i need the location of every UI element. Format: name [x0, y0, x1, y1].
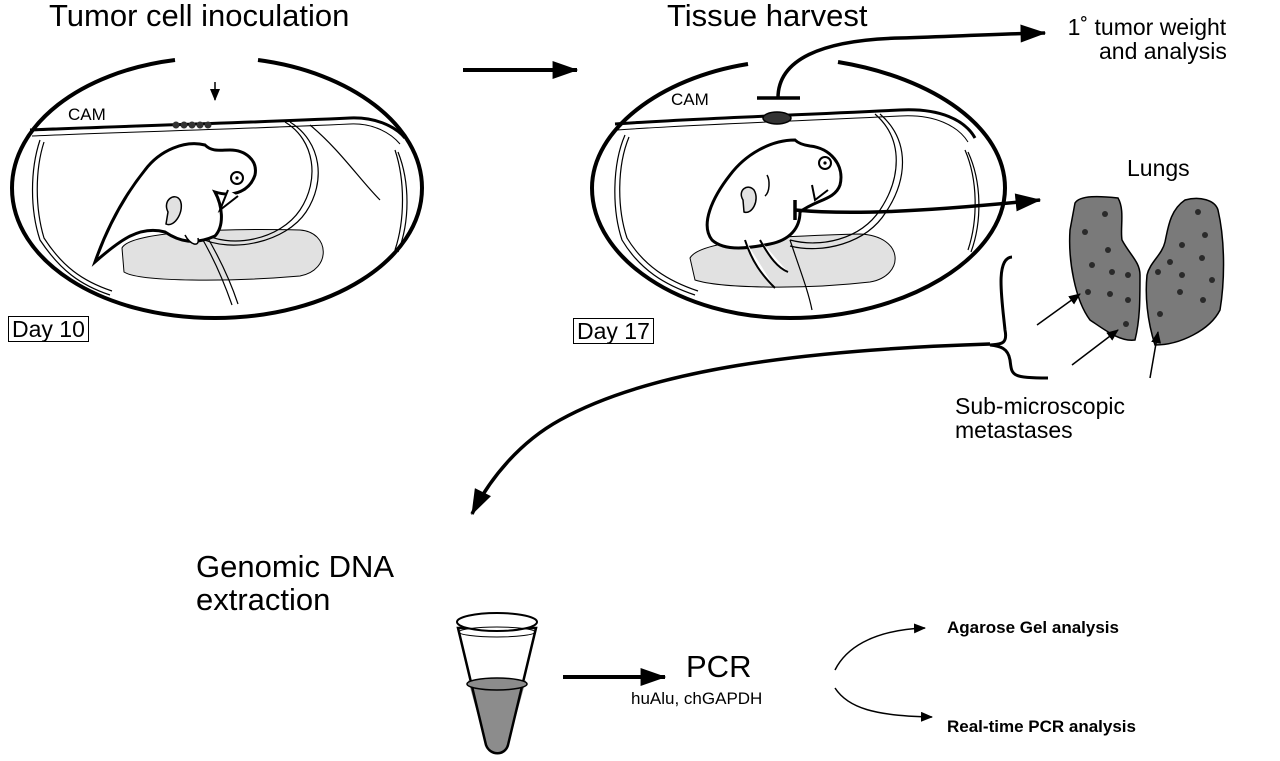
arrow-to-realtime — [834, 687, 933, 722]
extraction-line2: extraction — [196, 581, 331, 617]
step-harvest-title: Tissue harvest — [667, 0, 868, 33]
arrow-tumor-harvest — [776, 24, 1047, 99]
metastasis-dots — [1082, 209, 1215, 327]
extraction-line1: Genomic DNA — [196, 549, 395, 584]
lungs — [1068, 195, 1225, 346]
embryo — [705, 138, 843, 289]
lung-bracket — [989, 255, 1049, 380]
arrow-lung-harvest — [794, 193, 1042, 215]
tumor-label-line2: and analysis — [1099, 38, 1227, 65]
arrow-to-extraction — [470, 342, 991, 516]
egg-day10 — [9, 58, 425, 321]
metastases-line2: metastases — [955, 417, 1073, 444]
yolk-sac — [121, 229, 324, 281]
output-realtime-label: Real-time PCR analysis — [947, 717, 1136, 736]
cam-membrane — [614, 108, 977, 139]
step-inoculation-title: Tumor cell inoculation — [49, 0, 350, 33]
day-label-right: Day 17 — [573, 318, 654, 345]
cam-membrane — [29, 116, 407, 140]
primary-tumor — [762, 111, 792, 125]
cam-label-left: CAM — [68, 105, 106, 124]
pcr-targets-label: huAlu, chGAPDH — [631, 689, 763, 708]
output-gel-label: Agarose Gel analysis — [947, 618, 1119, 637]
tumor-analysis-label: 1˚ tumor weight and analysis — [1067, 15, 1227, 63]
egg-day17 — [589, 60, 1008, 321]
tumor-label-line1: 1˚ tumor weight — [1067, 14, 1227, 40]
metastases-label: Sub-microscopic metastases — [955, 394, 1125, 442]
lung-left — [1068, 195, 1141, 341]
lungs-label: Lungs — [1127, 155, 1190, 181]
arrow-to-gel — [834, 623, 926, 671]
pcr-label: PCR — [686, 649, 752, 684]
step-extraction-title: Genomic DNA extraction — [196, 549, 395, 617]
cam-label-right: CAM — [671, 90, 709, 109]
dna-tube — [456, 612, 538, 755]
metastases-line1: Sub-microscopic — [955, 393, 1125, 419]
day-label-left: Day 10 — [8, 316, 89, 343]
